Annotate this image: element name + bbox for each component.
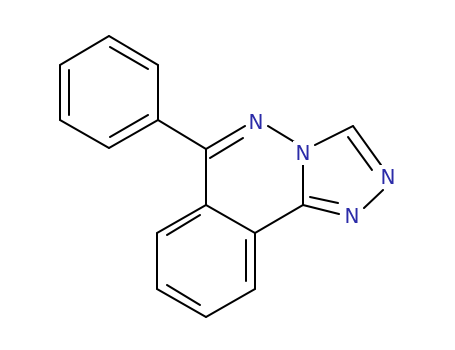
atom-label-n1: N xyxy=(342,204,362,228)
phenyl-ring xyxy=(59,35,159,149)
atom-label-n2: N xyxy=(378,165,398,189)
atom-label-n4: N xyxy=(293,141,313,165)
triazole-ring xyxy=(302,125,384,215)
svg-text:N: N xyxy=(249,110,264,134)
benzo-ring xyxy=(156,204,256,318)
central-ring xyxy=(205,125,304,234)
svg-text:N: N xyxy=(345,204,360,228)
svg-text:N: N xyxy=(381,165,396,189)
phenyl-link-bond xyxy=(157,119,207,150)
svg-text:N: N xyxy=(296,141,311,165)
atom-label-n5: N xyxy=(246,110,266,134)
